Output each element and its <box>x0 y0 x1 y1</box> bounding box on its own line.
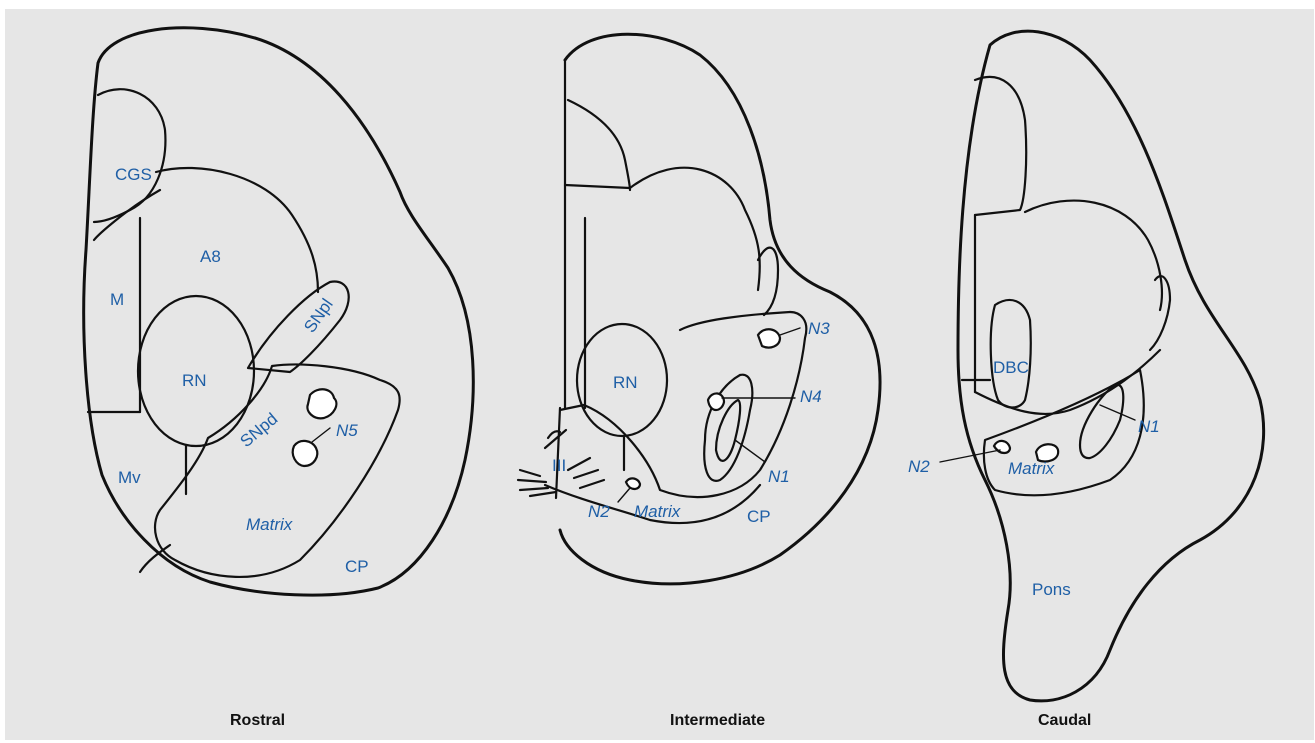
label-n3: N3 <box>808 319 830 338</box>
rostral-section: CGS A8 M RN SNpl SNpd N5 Mv Matrix CP Ro… <box>84 28 474 729</box>
label-matrix: Matrix <box>1008 459 1055 478</box>
intermediate-tectum-base <box>565 168 760 290</box>
label-n5: N5 <box>336 421 358 440</box>
intermediate-n3-pointer <box>780 328 800 335</box>
rostral-n5-blob-lower <box>293 441 318 466</box>
intermediate-n4-blob <box>708 393 724 410</box>
label-n2: N2 <box>908 457 930 476</box>
rostral-a8-boundary <box>156 168 318 292</box>
label-matrix: Matrix <box>246 515 293 534</box>
caudal-dbc-region <box>991 300 1031 408</box>
intermediate-sn-upper <box>680 312 790 330</box>
rostral-outer-outline <box>84 28 474 595</box>
caudal-section: DBC N1 N2 Matrix Pons Caudal <box>908 31 1264 729</box>
label-n4: N4 <box>800 387 822 406</box>
label-n2: N2 <box>588 502 610 521</box>
intermediate-n1-ring <box>704 375 752 481</box>
caudal-tectum-base <box>1025 201 1162 310</box>
rostral-cgs-region <box>94 89 165 222</box>
label-pons: Pons <box>1032 580 1071 599</box>
intermediate-n3-blob <box>758 329 780 347</box>
intermediate-n2-pointer <box>618 488 630 502</box>
intermediate-n2-blob <box>626 478 640 489</box>
label-dbc: DBC <box>993 358 1029 377</box>
intermediate-tectum <box>568 100 630 190</box>
rostral-snpd-band <box>155 365 400 577</box>
caudal-n2-pointer <box>940 450 1000 462</box>
rostral-snpl <box>248 282 349 372</box>
caption-intermediate: Intermediate <box>670 712 765 729</box>
label-iii: III <box>552 456 566 475</box>
label-mv: Mv <box>118 468 141 487</box>
rostral-n5-blob-upper <box>307 389 336 418</box>
rostral-m-boundary <box>94 190 160 240</box>
intermediate-spur <box>758 248 778 315</box>
caption-caudal: Caudal <box>1038 712 1091 729</box>
label-cp: CP <box>345 557 369 576</box>
rostral-n5-pointer <box>312 428 330 442</box>
label-rn: RN <box>182 371 207 390</box>
label-m: M <box>110 290 124 309</box>
caption-rostral: Rostral <box>230 712 285 729</box>
caudal-tectum <box>975 77 1026 215</box>
caudal-n1-pointer <box>1100 405 1135 420</box>
label-n1: N1 <box>768 467 790 486</box>
label-cp: CP <box>747 507 771 526</box>
label-matrix: Matrix <box>634 502 681 521</box>
label-cgs: CGS <box>115 165 152 184</box>
intermediate-section: RN N3 N4 III N1 N2 Matrix CP Intermediat… <box>518 34 880 729</box>
label-a8: A8 <box>200 247 221 266</box>
label-rn: RN <box>613 373 638 392</box>
caudal-spur <box>1150 276 1170 350</box>
label-n1: N1 <box>1138 417 1160 436</box>
